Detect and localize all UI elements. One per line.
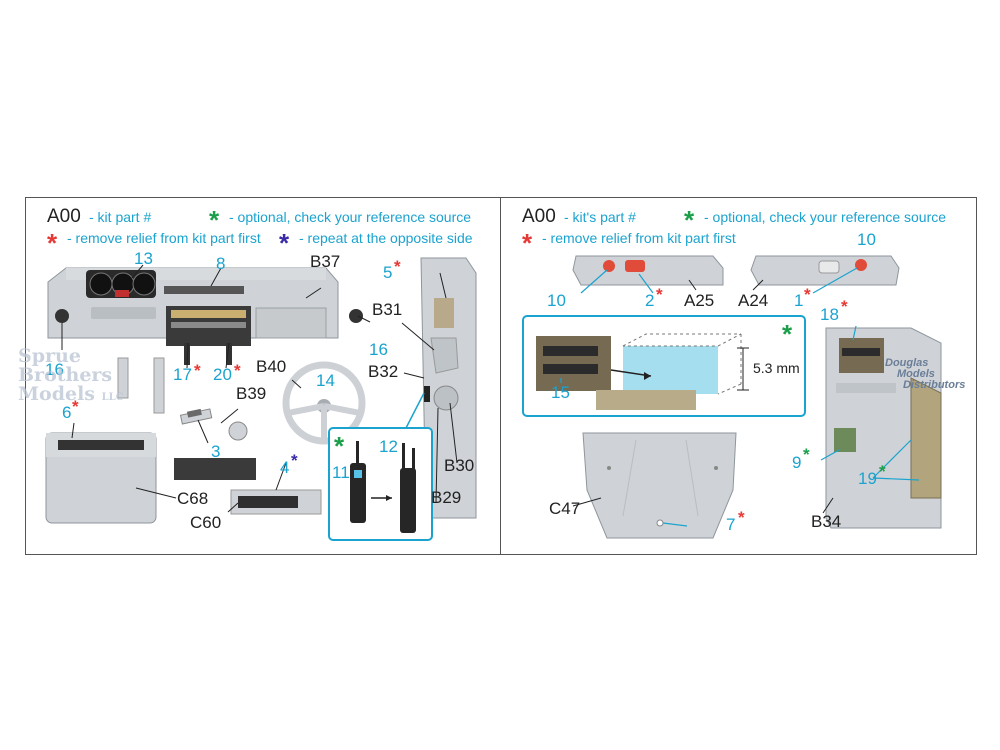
red-asterisk-icon: *: [841, 297, 848, 316]
part-label-10-left: 10: [547, 291, 566, 310]
red-asterisk-icon: *: [72, 397, 79, 416]
legend-repeat: - repeat at the opposite side: [299, 230, 473, 246]
part-label-1: 1: [794, 291, 804, 310]
blue-asterisk-icon: *: [291, 451, 298, 470]
part-label-16-left: 16: [45, 360, 64, 379]
part-label-20: 20: [213, 365, 232, 384]
part-label-16-right: 16: [369, 340, 388, 359]
red-asterisk-icon: *: [194, 361, 201, 380]
red-asterisk-icon: *: [394, 257, 401, 276]
red-asterisk-icon: *: [804, 285, 811, 304]
part-label-B29: B29: [431, 488, 462, 507]
left-instruction-panel: A00 - kit part # * - optional, check you…: [25, 197, 502, 555]
part-label-2: 2: [645, 291, 655, 310]
green-asterisk-icon: *: [209, 205, 220, 235]
green-asterisk-icon: *: [782, 319, 793, 349]
legend-kit-part: - kit part #: [89, 209, 152, 225]
legend-code: A00: [522, 206, 556, 227]
red-asterisk-icon: *: [656, 285, 663, 304]
part-label-14: 14: [316, 371, 335, 390]
part-label-C68: C68: [177, 489, 209, 508]
green-asterisk-icon: *: [334, 431, 345, 461]
part-label-9: 9: [792, 453, 802, 472]
part-label-3: 3: [211, 442, 221, 461]
green-asterisk-icon: *: [803, 445, 810, 464]
legend-code: A00: [47, 206, 81, 227]
legend-kit-part: - kit's part #: [564, 209, 636, 225]
part-label-12: 12: [379, 437, 398, 456]
part-label-8: 8: [216, 254, 226, 273]
part-label-B30: B30: [444, 456, 475, 475]
part-label-6: 6: [62, 403, 72, 422]
legend-remove-relief: - remove relief from kit part first: [542, 230, 736, 246]
part-label-13: 13: [134, 249, 153, 268]
part-label-10-right: 10: [857, 230, 876, 249]
part-label-19: 19: [858, 469, 877, 488]
blue-asterisk-icon: *: [279, 228, 290, 258]
legend-optional: - optional, check your reference source: [229, 209, 472, 225]
part-label-A25: A25: [684, 291, 715, 310]
part-label-4: 4: [280, 458, 290, 477]
part-label-18: 18: [820, 305, 839, 324]
part-label-B32: B32: [368, 362, 399, 381]
red-asterisk-icon: *: [738, 508, 745, 527]
part-label-B40: B40: [256, 357, 287, 376]
dimension-label: 5.3 mm: [753, 360, 800, 376]
green-asterisk-icon: *: [684, 205, 695, 235]
part-label-B37: B37: [310, 252, 341, 271]
green-asterisk-icon: *: [879, 462, 886, 481]
right-parts-illustration: [522, 255, 942, 539]
red-asterisk-icon: *: [522, 228, 533, 258]
red-asterisk-icon: *: [47, 228, 58, 258]
part-label-C47: C47: [549, 499, 581, 518]
part-label-7: 7: [726, 515, 736, 534]
douglas-models-watermark: Douglas Models Distributors: [885, 357, 966, 391]
part-label-B31: B31: [372, 300, 403, 319]
red-asterisk-icon: *: [234, 361, 241, 380]
part-label-15: 15: [551, 383, 570, 402]
part-label-A24: A24: [738, 291, 769, 310]
right-instruction-panel: A00 - kit's part # * - optional, check y…: [500, 197, 977, 555]
legend-remove-relief: - remove relief from kit part first: [67, 230, 261, 246]
part-label-B34: B34: [811, 512, 842, 531]
part-label-11: 11: [332, 463, 350, 482]
sprue-brothers-watermark: Sprue Brothers Models LLC: [18, 345, 124, 405]
part-label-C60: C60: [190, 513, 222, 532]
part-label-17: 17: [173, 365, 192, 384]
left-parts-illustration: [45, 257, 477, 541]
legend-optional: - optional, check your reference source: [704, 209, 947, 225]
part-label-B39: B39: [236, 384, 267, 403]
part-label-5: 5: [383, 263, 393, 282]
